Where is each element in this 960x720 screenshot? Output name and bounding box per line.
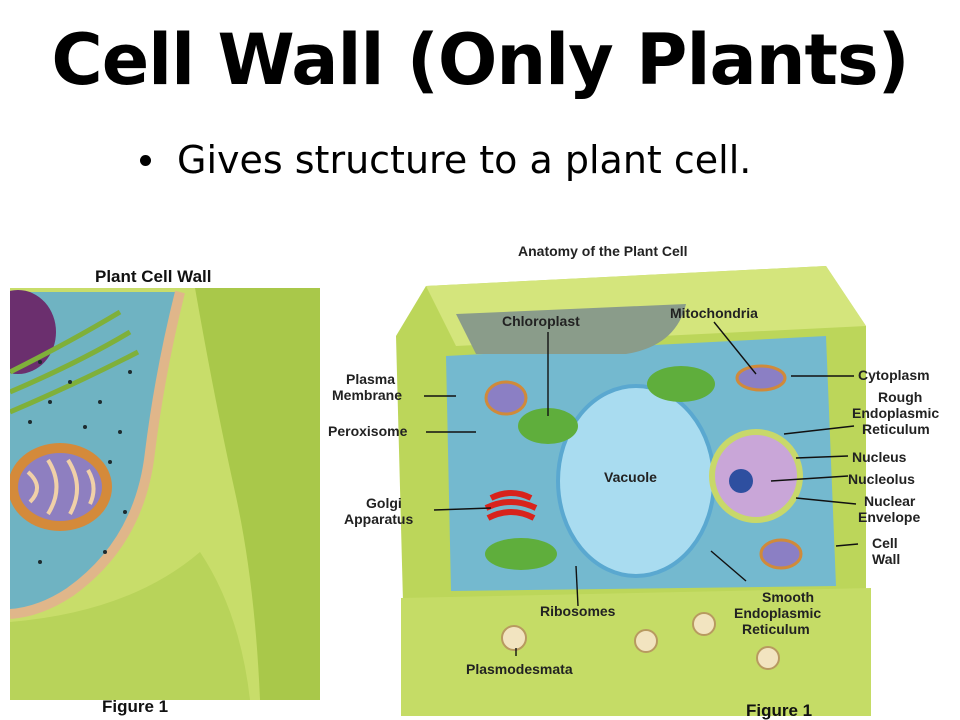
mitochondrion-inner [18,453,102,521]
mitochondrion [735,364,787,392]
chloroplast [518,408,578,444]
label-plasmodesmata: Plasmodesmata [466,661,573,677]
label-smooth-er-3: Reticulum [742,621,810,637]
plasmodesma [634,629,658,653]
right-figure-caption: Figure 1 [746,701,812,720]
label-cell-wall-1: Cell [872,535,898,551]
cristae [26,458,96,516]
label-ribosomes: Ribosomes [540,603,616,619]
wall-lower [10,552,250,700]
chloroplast [485,538,557,570]
er-strand [10,309,122,375]
nucleolus [729,469,753,493]
chloroplast [647,366,715,402]
ribosome-dots [28,360,132,564]
wall-corner [195,288,320,700]
label-plasma-membrane-2: Membrane [332,387,402,403]
er-strand [10,349,140,415]
label-smooth-er-2: Endoplasmic [734,605,821,621]
label-rough-er-1: Rough [878,389,922,405]
label-peroxisome: Peroxisome [328,423,408,439]
back-wall [456,304,686,354]
label-nucleus: Nucleus [852,449,907,465]
bullet-text: Gives structure to a plant cell. [177,138,752,182]
label-cytoplasm: Cytoplasm [858,367,930,383]
plasmodesma [692,612,716,636]
nucleus [709,429,803,523]
label-rough-er-3: Reticulum [862,421,930,437]
label-nucleolus: Nucleolus [848,471,915,487]
golgi-apparatus [484,490,538,521]
mitochondrion [484,380,528,416]
label-vacuole: Vacuole [604,469,657,485]
leader-lines [424,321,859,656]
slide-title: Cell Wall (Only Plants) [51,19,909,101]
front-slab [401,588,871,716]
plant-cell-wall-figure: Plant Cell Wall Figure 1 [10,267,320,716]
label-cell-wall-2: Wall [872,551,900,567]
plasmodesma [756,646,780,670]
er-strand [10,329,132,395]
membrane-edge [10,290,185,619]
label-chloroplast: Chloroplast [502,313,580,329]
mitochondrion [759,538,803,570]
label-mitochondria: Mitochondria [670,305,758,321]
plant-cell-anatomy-figure: Anatomy of the Plant Cell Chloroplast Mi… [328,243,939,720]
label-golgi-2: Apparatus [344,511,413,527]
label-plasma-membrane-1: Plasma [346,371,395,387]
anatomy-title: Anatomy of the Plant Cell [518,243,688,259]
plasmodesma [501,625,527,651]
left-figure-caption: Figure 1 [102,697,168,716]
label-golgi-1: Golgi [366,495,402,511]
label-nuclear-envelope-1: Nuclear [864,493,916,509]
bullet-icon [140,154,151,166]
label-rough-er-2: Endoplasmic [852,405,939,421]
bullet-item: Gives structure to a plant cell. [140,132,751,188]
plant-cell-wall-title: Plant Cell Wall [95,267,212,286]
label-nuclear-envelope-2: Envelope [858,509,920,525]
label-smooth-er-1: Smooth [762,589,814,605]
